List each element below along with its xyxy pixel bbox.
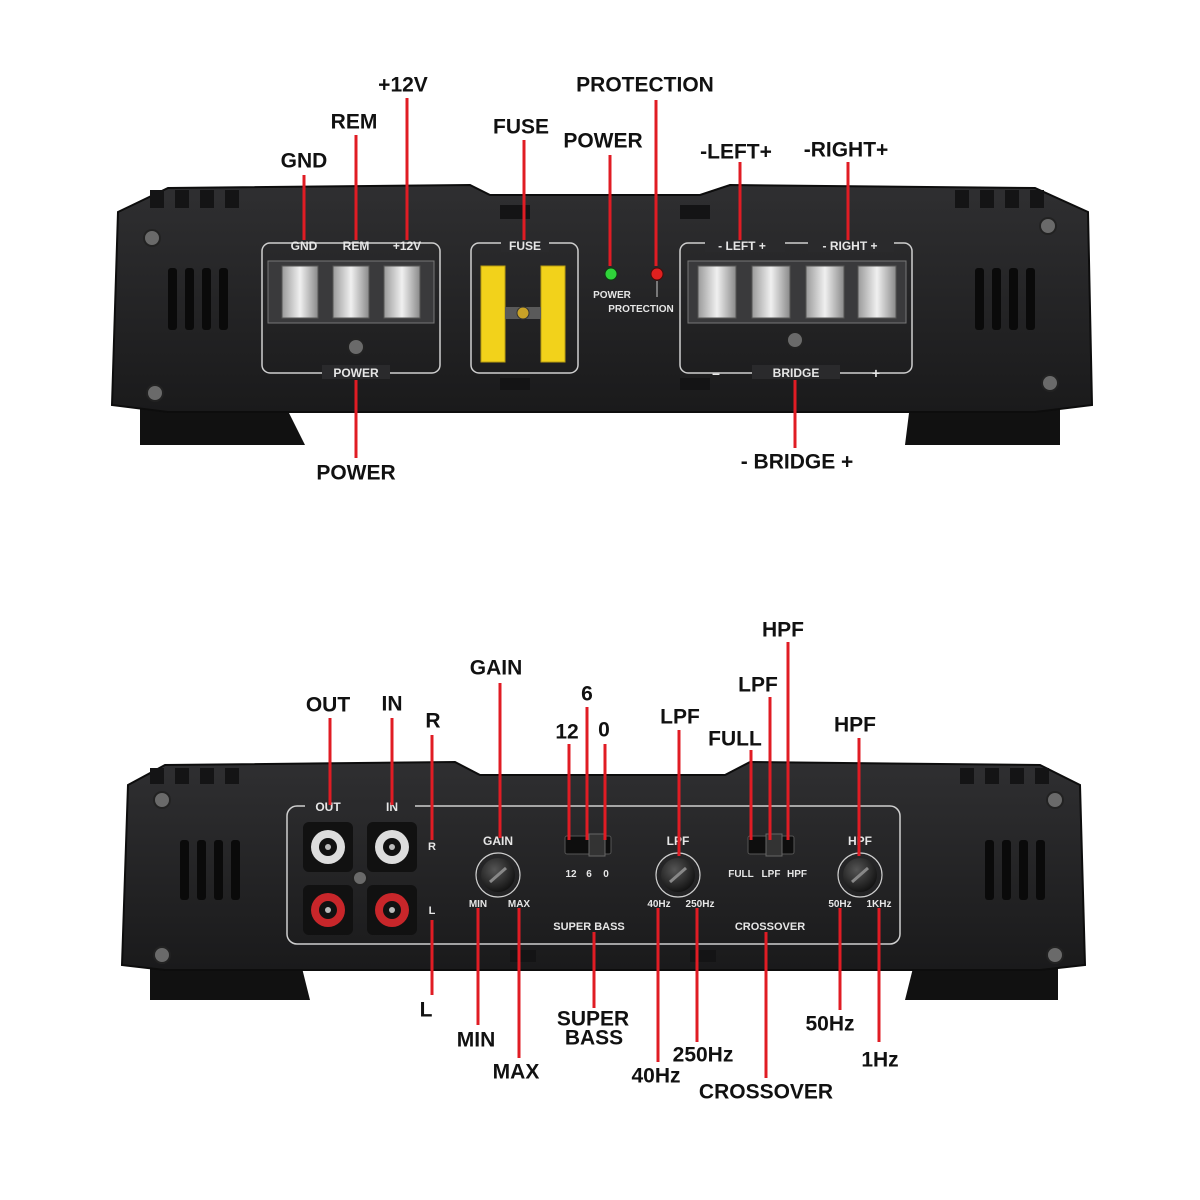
silk-gnd: GND	[291, 239, 318, 253]
callout-full: FULL	[708, 727, 762, 751]
speaker-terminals	[697, 265, 897, 319]
callout-12v: +12V	[378, 73, 428, 97]
top-leader-lines	[302, 98, 850, 458]
callout-power-led: POWER	[563, 129, 643, 153]
top-amplifier-panel: GND REM +12V POWER FUSE POWER PROTECTION…	[110, 183, 1094, 445]
callout-fuse: FUSE	[492, 115, 550, 139]
top-left-foot	[140, 405, 305, 445]
rca-jacks	[303, 822, 417, 935]
callout-protection: PROTECTION	[576, 73, 714, 97]
top-left-vents	[168, 268, 228, 330]
silk-lpf-250: 250Hz	[686, 899, 715, 910]
silk-sw-hpf: HPF	[787, 869, 807, 880]
silk-out: OUT	[315, 800, 341, 814]
top-right-vents	[975, 268, 1035, 330]
top-corner-screws	[143, 217, 1059, 402]
callout-hpf-50: 50Hz	[805, 1012, 855, 1036]
callout-crossover: CROSSOVER	[698, 1080, 834, 1104]
silk-bridge-plus: +	[872, 365, 880, 381]
callout-gnd: GND	[280, 149, 328, 173]
callout-gain: GAIN	[469, 656, 523, 680]
silk-lpf-40: 40Hz	[647, 899, 670, 910]
callout-power: POWER	[316, 461, 396, 485]
bottom-amplifier-panel: OUT IN R L GAIN MIN MAX 12 6 0 SUPER BAS…	[120, 760, 1087, 1000]
silk-fuse: FUSE	[509, 239, 541, 253]
callout-lpf-40: 40Hz	[631, 1064, 681, 1088]
callout-sw-lpf: LPF	[738, 673, 778, 697]
silk-rem: REM	[343, 239, 370, 253]
callout-in: IN	[381, 692, 403, 716]
fuse-left	[480, 265, 506, 363]
callout-max: MAX	[492, 1060, 540, 1084]
speaker-block-screw	[786, 331, 804, 349]
silk-r: R	[428, 841, 436, 853]
silk-min: MIN	[469, 899, 487, 910]
fuse-right	[540, 265, 566, 363]
protection-led	[650, 267, 664, 281]
silk-bass-12: 12	[565, 869, 577, 880]
bottom-left-vents	[180, 840, 240, 900]
callout-bass-12: 12	[555, 720, 579, 744]
silk-bridge: BRIDGE	[773, 366, 820, 380]
fuse-screw	[516, 306, 530, 320]
silk-hpf-1k: 1KHz	[866, 899, 891, 910]
callout-lpf: LPF	[660, 705, 700, 729]
silk-led-power: POWER	[593, 290, 632, 301]
callout-r: R	[425, 709, 441, 733]
top-heatsink-fins	[150, 190, 1044, 390]
silk-in: IN	[386, 800, 398, 814]
silk-bass-6: 6	[586, 869, 592, 880]
callout-rem: REM	[330, 110, 378, 134]
silk-bridge-minus: –	[712, 365, 720, 381]
silk-crossover: CROSSOVER	[735, 921, 805, 933]
bottom-right-vents	[985, 840, 1045, 900]
silk-full: FULL	[728, 869, 754, 880]
silk-led-protection: PROTECTION	[608, 304, 674, 315]
silk-right: - RIGHT +	[822, 239, 877, 253]
silk-super-bass: SUPER BASS	[553, 921, 625, 933]
silk-power: POWER	[333, 366, 379, 380]
silk-gain: GAIN	[483, 834, 513, 848]
callout-hpf: HPF	[834, 713, 876, 737]
callout-bass: BASS	[564, 1026, 624, 1050]
callout-l: L	[419, 998, 433, 1022]
silk-12v: +12V	[393, 239, 421, 253]
callout-hpf-1: 1Hz	[861, 1048, 899, 1072]
silk-hpf-50: 50Hz	[828, 899, 851, 910]
power-terminals	[281, 265, 421, 319]
silk-sw-lpf: LPF	[762, 869, 781, 880]
callout-right: -RIGHT+	[803, 138, 889, 162]
callout-min: MIN	[456, 1028, 496, 1052]
callout-super: SUPER	[556, 1007, 630, 1031]
callout-sw-hpf: HPF	[762, 618, 804, 642]
power-block-screw	[347, 338, 365, 356]
power-led	[604, 267, 618, 281]
silk-left: - LEFT +	[718, 239, 766, 253]
bottom-corner-screws	[153, 791, 1064, 964]
callout-bridge: - BRIDGE +	[740, 450, 854, 474]
callout-lpf-250: 250Hz	[672, 1043, 734, 1067]
callout-left: -LEFT+	[700, 140, 772, 164]
bottom-leader-lines	[328, 642, 881, 1078]
callout-bass-0: 0	[598, 718, 610, 742]
callout-out: OUT	[305, 693, 351, 717]
top-right-foot	[905, 405, 1060, 445]
silk-l: L	[429, 905, 436, 917]
callout-bass-6: 6	[581, 682, 593, 706]
silk-max: MAX	[508, 899, 531, 910]
bottom-heatsink-fins	[150, 768, 1049, 962]
silk-bass-0: 0	[603, 869, 609, 880]
